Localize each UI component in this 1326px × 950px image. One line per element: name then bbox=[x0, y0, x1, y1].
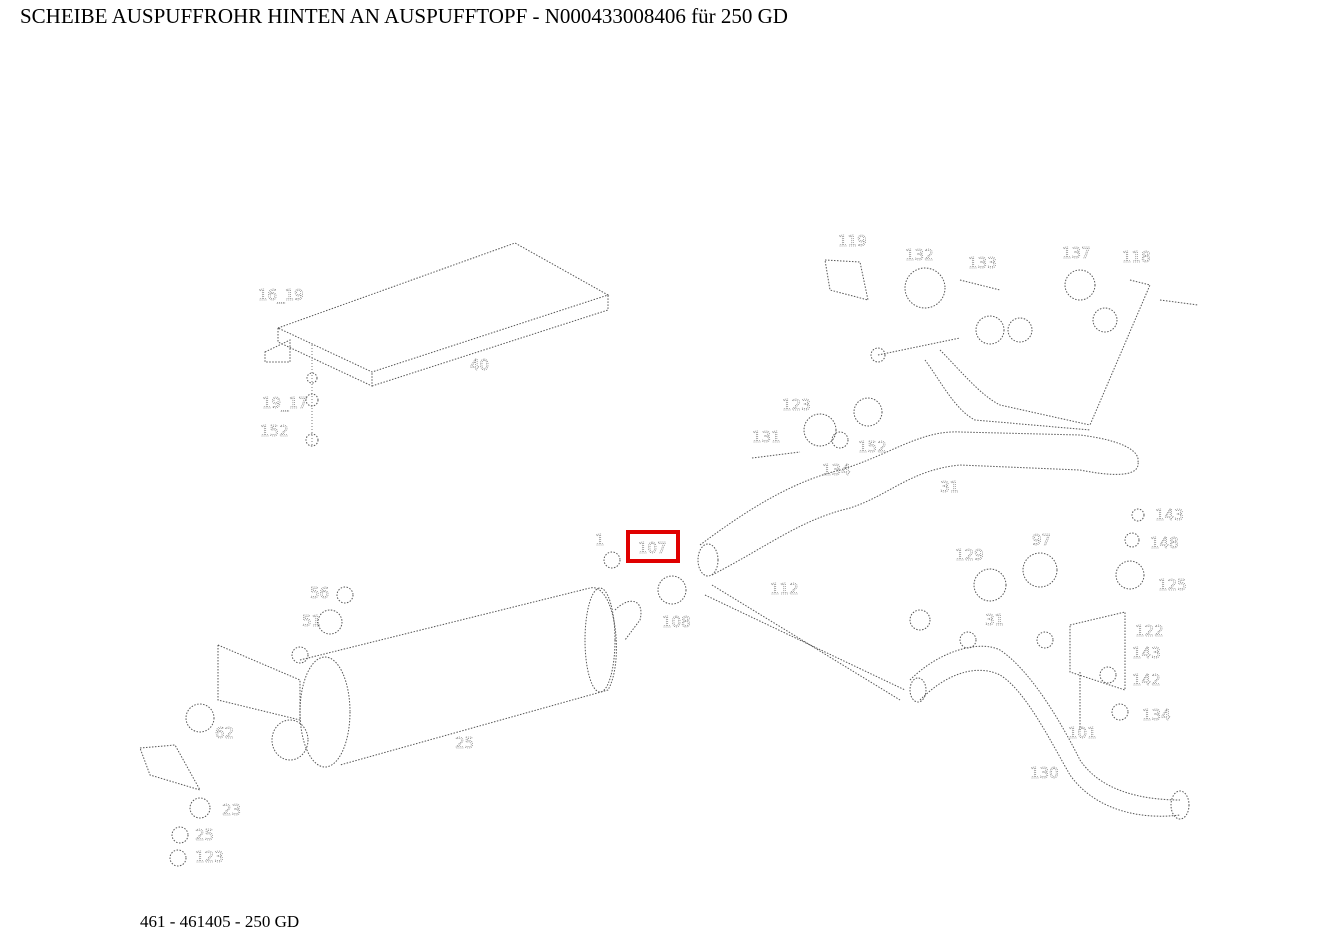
callout: 123 bbox=[782, 396, 811, 414]
callout: 148 bbox=[1150, 534, 1179, 552]
callout: 125 bbox=[1158, 576, 1187, 594]
callout: 107 bbox=[638, 539, 667, 557]
callout: 40 bbox=[470, 356, 489, 374]
rear-pipe-part[interactable] bbox=[697, 349, 1139, 577]
callout: 25 bbox=[455, 734, 474, 752]
callout: 16_19 bbox=[258, 286, 304, 305]
hanger-parts-top[interactable] bbox=[824, 259, 1199, 426]
diagram-caption: 461 - 461405 - 250 GD bbox=[140, 912, 300, 931]
callout: 123 bbox=[195, 848, 224, 866]
bracket-parts-right[interactable] bbox=[909, 508, 1145, 730]
callout: 1 bbox=[595, 531, 605, 549]
mount-parts-left[interactable] bbox=[139, 586, 354, 867]
heat-shield-part[interactable] bbox=[264, 242, 610, 447]
callout: 131 bbox=[752, 428, 781, 446]
callout: 152 bbox=[260, 422, 289, 440]
callout: 23 bbox=[222, 801, 241, 819]
callout: 129 bbox=[955, 546, 984, 564]
page-title: SCHEIBE AUSPUFFROHR HINTEN AN AUSPUFFTOP… bbox=[20, 4, 788, 28]
callout: 143 bbox=[1155, 506, 1184, 524]
callout: 112 bbox=[770, 580, 799, 598]
callout: 134 bbox=[1142, 706, 1171, 724]
muffler-part[interactable] bbox=[271, 551, 687, 768]
callout: 51 bbox=[302, 612, 321, 630]
callout: 132 bbox=[905, 246, 934, 264]
callout: 143 bbox=[1132, 644, 1161, 662]
callout: 101 bbox=[1068, 724, 1097, 742]
callout: 152 bbox=[858, 438, 887, 456]
callout: 122 bbox=[1135, 622, 1164, 640]
callout: 56 bbox=[310, 584, 329, 602]
clamp-parts-mid[interactable] bbox=[751, 397, 883, 459]
callout-labels: 16_19 40 19_17 152 119 132 133 137 118 1… bbox=[195, 232, 1187, 867]
callout: 118 bbox=[1122, 248, 1151, 266]
callout: 142 bbox=[1132, 671, 1161, 689]
callout: 97 bbox=[1032, 531, 1051, 549]
callout: 25 bbox=[195, 826, 214, 844]
callout: 119 bbox=[838, 232, 867, 250]
callout: 130 bbox=[1030, 764, 1059, 782]
highlighted-part-marker[interactable] bbox=[626, 530, 680, 563]
callout: 134 bbox=[822, 461, 851, 479]
callout: 137 bbox=[1062, 244, 1091, 262]
callout: 19_17 bbox=[262, 394, 308, 413]
callout: 62 bbox=[215, 724, 234, 742]
callout: 31 bbox=[985, 611, 1004, 629]
front-pipe-part[interactable] bbox=[704, 584, 1190, 820]
callout: 31 bbox=[940, 478, 959, 496]
callout: 133 bbox=[968, 254, 997, 272]
callout: 108 bbox=[662, 613, 691, 631]
